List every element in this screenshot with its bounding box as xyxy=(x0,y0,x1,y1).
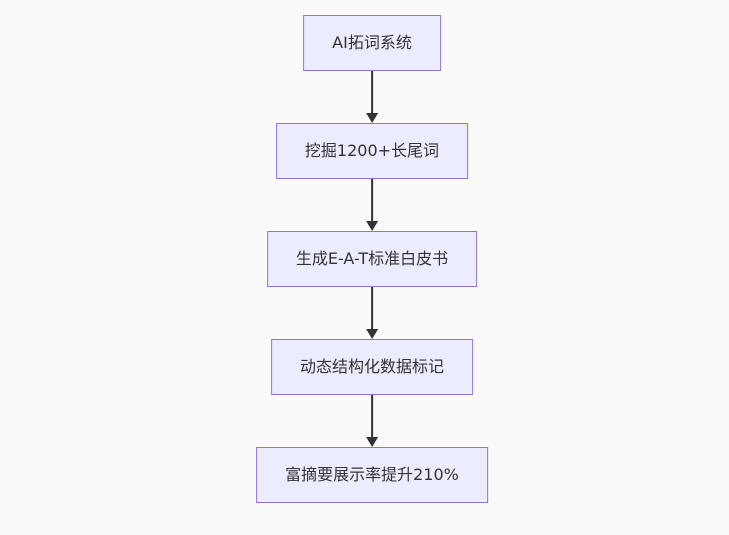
flowchart-node-rich-snippet-rate: 富摘要展示率提升210% xyxy=(256,447,488,503)
arrow-head xyxy=(366,437,378,447)
node-label: AI拓词系统 xyxy=(332,33,412,52)
node-label: 挖掘1200+长尾词 xyxy=(304,141,440,160)
node-label: 生成E-A-T标准白皮书 xyxy=(295,249,449,268)
flowchart-node-eat-whitepaper: 生成E-A-T标准白皮书 xyxy=(266,231,478,287)
arrow-head xyxy=(366,329,378,339)
node-label: 动态结构化数据标记 xyxy=(299,357,444,376)
arrow-down-icon xyxy=(366,395,378,447)
arrow-down-icon xyxy=(366,287,378,339)
arrow-head xyxy=(366,113,378,123)
node-label: 富摘要展示率提升210% xyxy=(285,465,459,484)
flowchart-node-ai-system: AI拓词系统 xyxy=(303,15,441,71)
arrow-line xyxy=(371,287,373,329)
arrow-line xyxy=(371,71,373,113)
flowchart-node-longtail-keywords: 挖掘1200+长尾词 xyxy=(275,123,469,179)
arrow-line xyxy=(371,179,373,221)
arrow-head xyxy=(366,221,378,231)
flowchart-node-structured-data: 动态结构化数据标记 xyxy=(270,339,473,395)
arrow-down-icon xyxy=(366,179,378,231)
arrow-line xyxy=(371,395,373,437)
flowchart: AI拓词系统 挖掘1200+长尾词 生成E-A-T标准白皮书 动态结构化数据标记… xyxy=(256,15,488,503)
arrow-down-icon xyxy=(366,71,378,123)
